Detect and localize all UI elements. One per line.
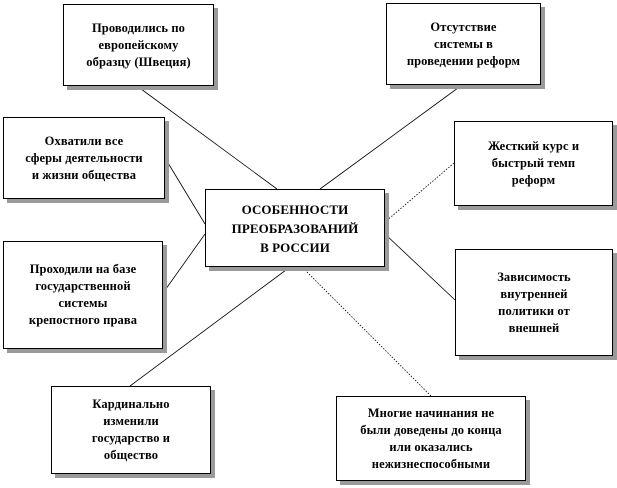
connector-line xyxy=(301,266,432,397)
connector-line xyxy=(384,233,456,301)
connector-line xyxy=(136,85,278,190)
feature-label: Жесткий курс и быстрый темп реформ xyxy=(487,139,580,187)
feature-box-serfdom-base: Проходили на базе государственной систем… xyxy=(3,241,163,349)
connector-line xyxy=(162,233,206,294)
connector-line xyxy=(129,266,291,387)
central-topic-label: ОСОБЕННОСТИ ПРЕОБРАЗОВАНИЙ В РОССИИ xyxy=(231,201,359,255)
feature-box-no-system: Отсутствие системы в проведении реформ xyxy=(386,3,541,85)
feature-label: Зависимость внутренней политики от внешн… xyxy=(497,269,571,335)
connector-line xyxy=(164,157,206,225)
feature-box-all-spheres: Охватили все сферы деятельности и жизни … xyxy=(3,117,165,199)
feature-label: Проводились по европейскому образцу (Шве… xyxy=(86,20,191,69)
feature-box-european-model: Проводились по европейскому образцу (Шве… xyxy=(63,4,214,86)
feature-label: Отсутствие системы в проведении реформ xyxy=(406,19,521,68)
feature-box-radical-change: Кардинально изменили государство и общес… xyxy=(51,386,211,474)
feature-box-unfinished: Многие начинания не были доведены до кон… xyxy=(336,396,526,481)
feature-box-harsh-course: Жесткий курс и быстрый темп реформ xyxy=(454,121,613,206)
connector-line xyxy=(384,162,455,223)
connector-line xyxy=(319,84,463,190)
feature-box-policy-dependence: Зависимость внутренней политики от внешн… xyxy=(455,249,613,356)
central-topic-box: ОСОБЕННОСТИ ПРЕОБРАЗОВАНИЙ В РОССИИ xyxy=(205,189,385,267)
feature-label: Охватили все сферы деятельности и жизни … xyxy=(25,133,143,182)
feature-label: Кардинально изменили государство и общес… xyxy=(91,397,171,462)
feature-label: Проходили на базе государственной систем… xyxy=(28,262,138,327)
feature-label: Многие начинания не были доведены до кон… xyxy=(360,405,502,471)
